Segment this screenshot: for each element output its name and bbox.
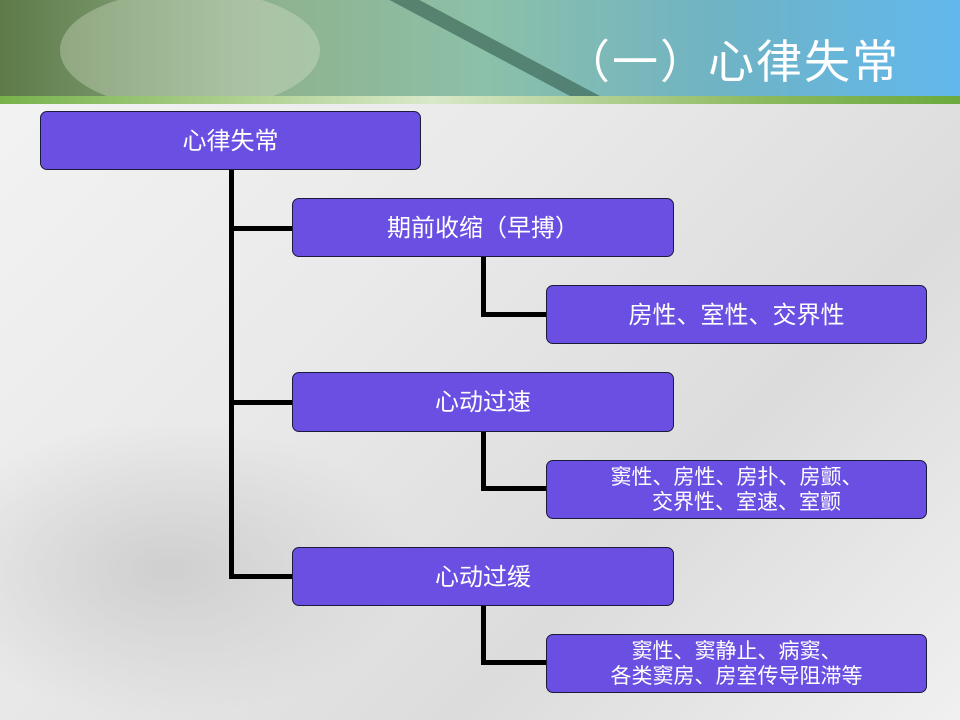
hand-image (60, 0, 320, 96)
branch-label: 心动过速 (435, 388, 531, 416)
detail-line: 交界性、室速、室颤 (652, 489, 841, 514)
branch-label: 心动过缓 (435, 562, 531, 591)
branch-tachycardia: 心动过速 (292, 372, 674, 432)
detail-premature-contraction: 房性、室性、交界性 (546, 285, 927, 344)
detail-tachycardia: 窦性、房性、房扑、房颤、 交界性、室速、室颤 (546, 460, 927, 519)
detail-bradycardia: 窦性、窦静止、病窦、 各类窦房、房室传导阻滞等 (546, 634, 927, 693)
detail-line: 窦性、窦静止、病窦、 (631, 638, 842, 663)
branch-connector (229, 574, 293, 579)
header-banner: （一）心律失常 (0, 0, 960, 96)
sub-connector (481, 431, 486, 491)
header-divider (0, 96, 960, 104)
detail-label: 房性、室性、交界性 (628, 300, 845, 329)
sub-connector (481, 605, 486, 665)
trunk-connector (229, 169, 234, 579)
branch-connector (229, 400, 293, 405)
root-label: 心律失常 (182, 126, 279, 155)
branch-label: 期前收缩（早搏） (387, 213, 579, 242)
sub-connector (481, 486, 547, 491)
sub-connector (481, 312, 547, 317)
detail-line: 各类窦房、房室传导阻滞等 (610, 663, 863, 688)
slide-title: （一）心律失常 (564, 35, 900, 89)
root-node: 心律失常 (40, 111, 421, 170)
sub-connector (481, 256, 486, 317)
branch-premature-contraction: 期前收缩（早搏） (292, 198, 674, 257)
detail-line: 窦性、房性、房扑、房颤、 (610, 464, 863, 489)
branch-bradycardia: 心动过缓 (292, 547, 674, 606)
sub-connector (481, 660, 547, 665)
branch-connector (229, 226, 293, 231)
